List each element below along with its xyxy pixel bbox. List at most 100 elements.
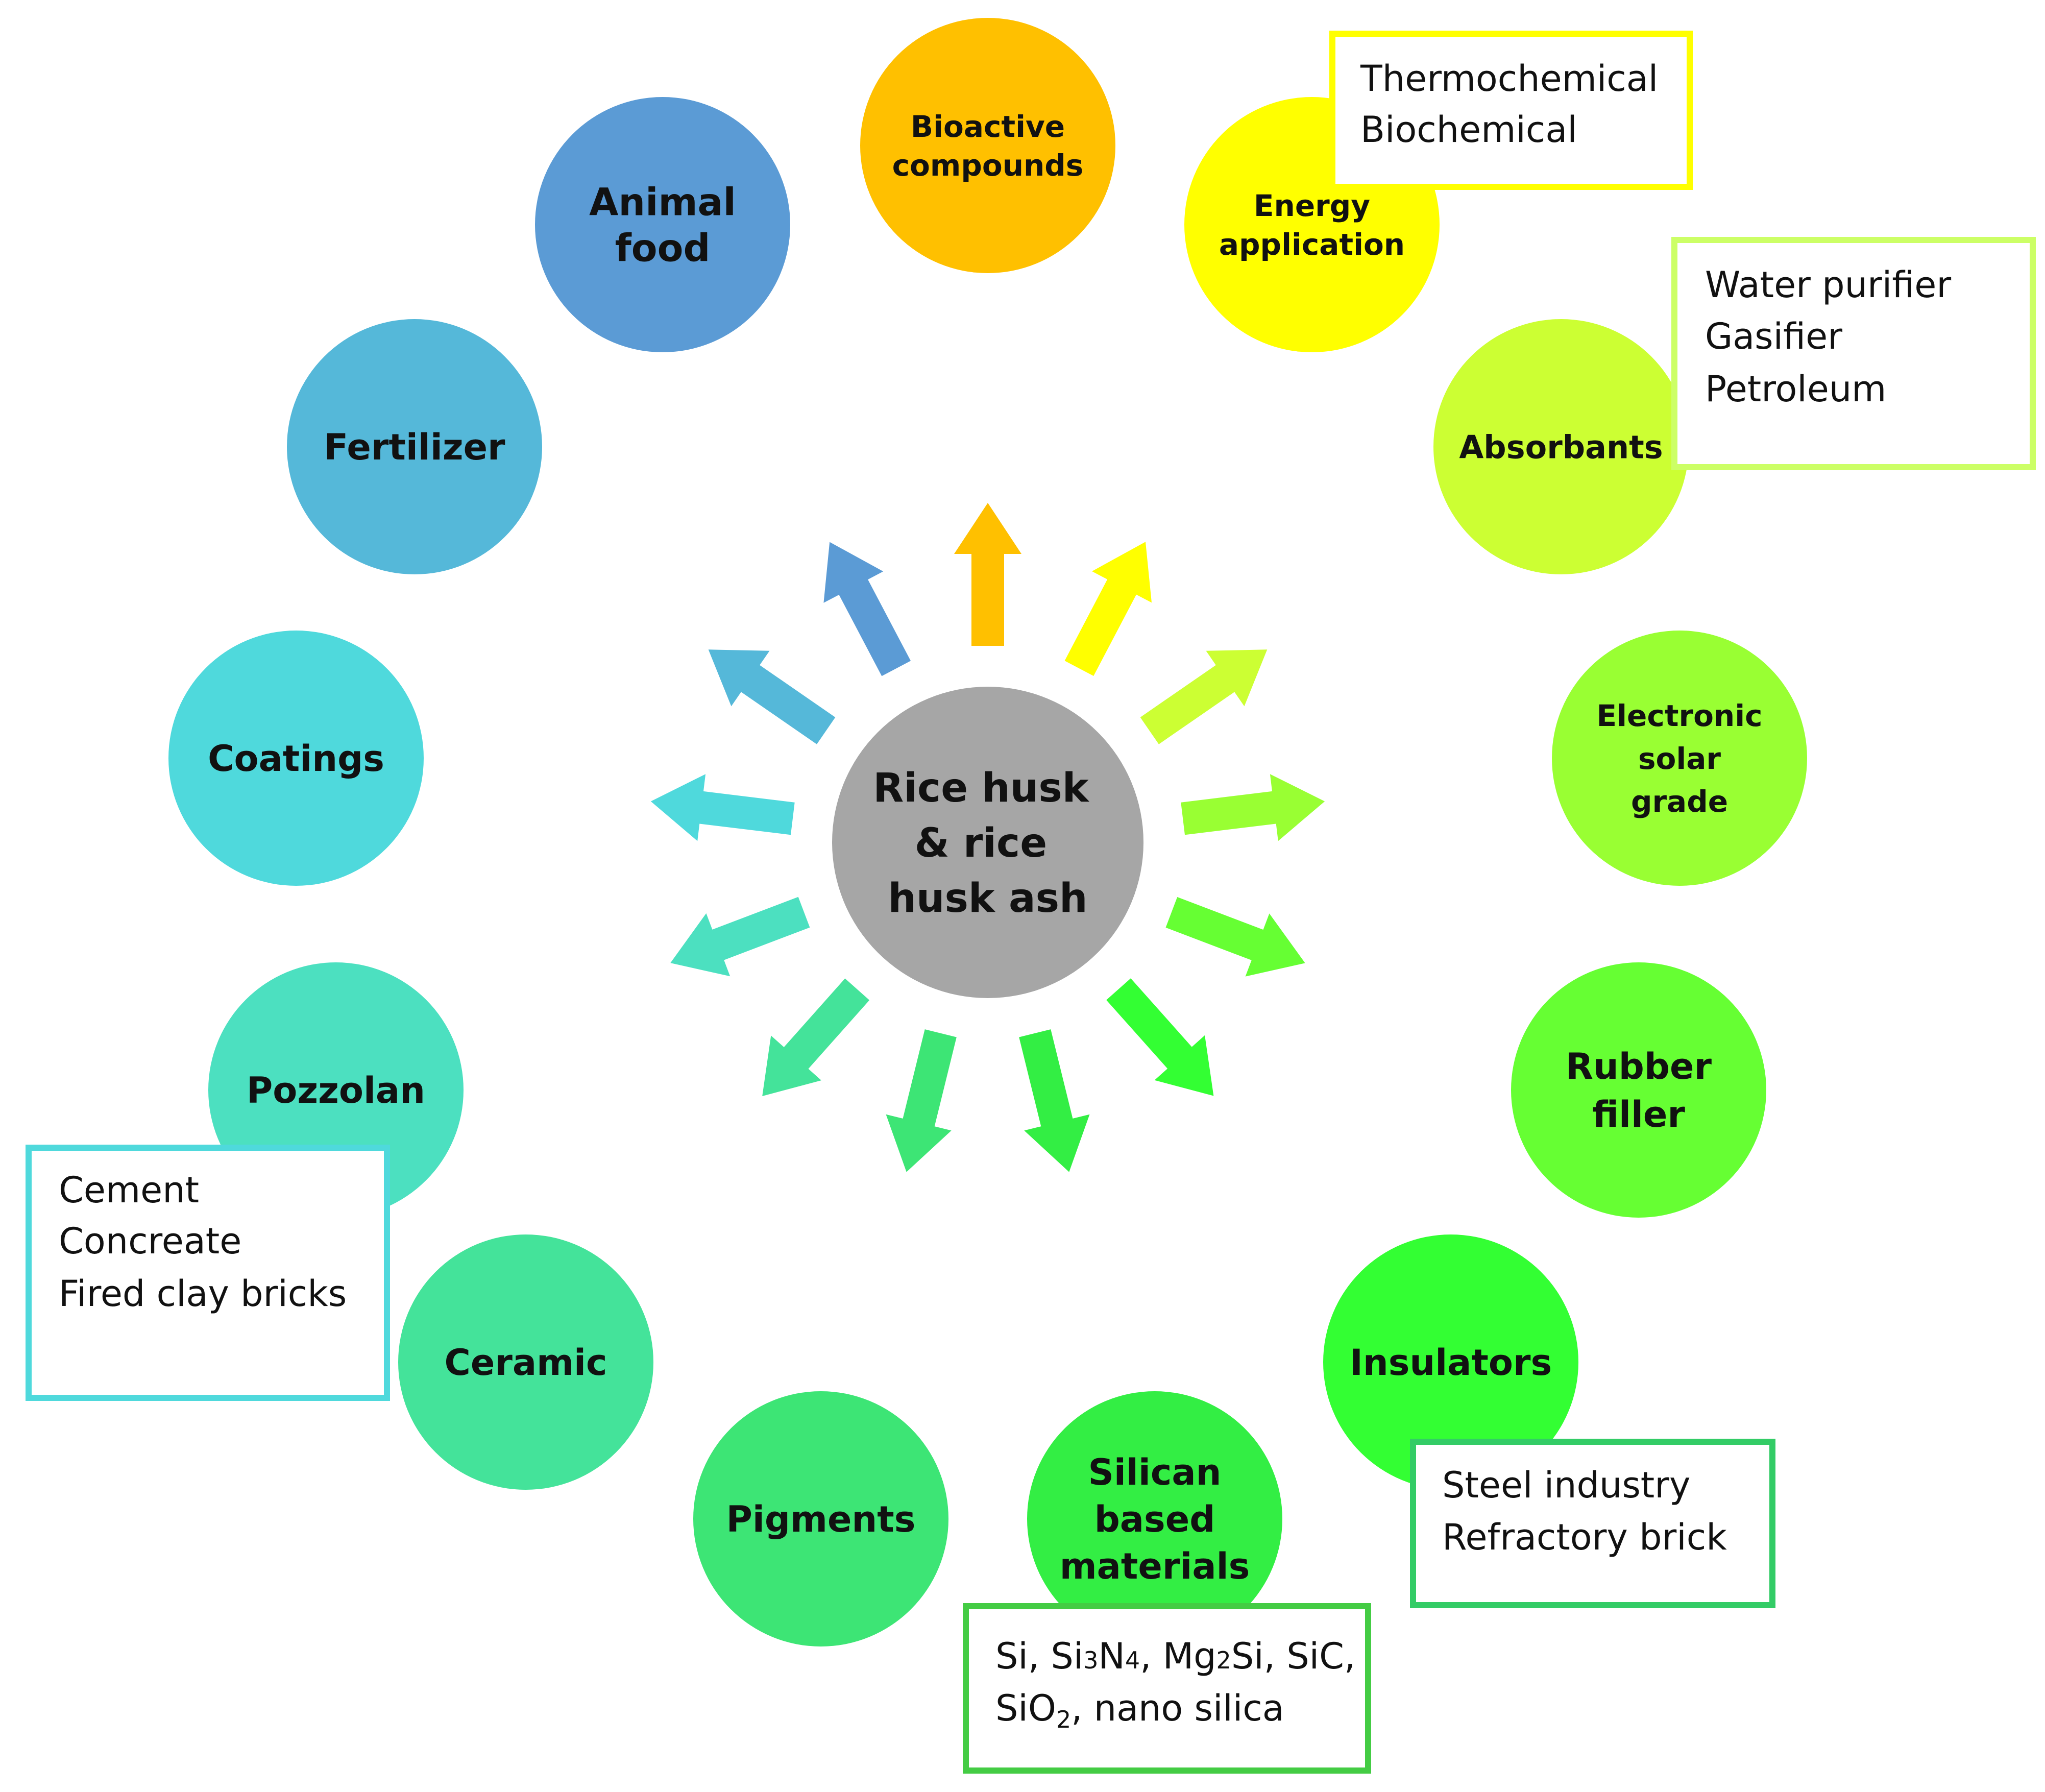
silica-box: Si, Si3N4, Mg2Si, SiC, SiO2, nano silica <box>963 1603 1371 1774</box>
pozzolan-box-line-1: Cement <box>59 1169 199 1211</box>
node-label-line: Coatings <box>208 738 384 780</box>
center-layer: Rice husk & rice husk ash <box>832 687 1143 998</box>
node-rubber-filler: Rubber filler <box>1511 962 1766 1218</box>
insulators-box: Steel industry Refractory brick <box>1410 1439 1775 1608</box>
arrow-to-rubber-filler <box>1165 897 1305 977</box>
arrow-to-pigments <box>886 1029 957 1172</box>
node-label-line: application <box>1219 227 1405 262</box>
arrow-to-silican-based-materials <box>1019 1029 1090 1172</box>
node-label-coatings: Coatings <box>208 738 384 780</box>
node-label-line: Animal <box>589 181 736 225</box>
node-pigments: Pigments <box>693 1391 948 1646</box>
node-label-line: Insulators <box>1350 1342 1552 1384</box>
energy-box-frame <box>1329 31 1693 190</box>
arrow-to-insulators <box>1106 978 1214 1096</box>
node-insulators: Insulators <box>1323 1234 1578 1490</box>
node-label-line: Ceramic <box>444 1342 607 1384</box>
node-circle-ceramic <box>398 1234 653 1490</box>
silica-box-line-1: Si, Si3N4, Mg2Si, SiC, <box>995 1635 1355 1677</box>
center-label-line-2: & rice <box>915 820 1048 866</box>
node-label-bioactive-compounds: Bioactive compounds <box>892 109 1084 183</box>
node-label-line: compounds <box>892 148 1084 183</box>
boxes-layer: Thermochemical Biochemical Water purifie… <box>26 31 2036 1774</box>
node-label-line: Bioactive <box>911 109 1065 144</box>
node-label-electronic-solar-grade: Electronic solar grade <box>1597 698 1763 819</box>
arrow-to-animal-food <box>823 542 911 676</box>
node-label-line: grade <box>1631 784 1728 819</box>
energy-box-line-2: Biochemical <box>1360 109 1577 151</box>
energy-box-text: Thermochemical Biochemical <box>1360 58 1669 151</box>
node-circle-insulators <box>1323 1234 1578 1490</box>
center-label-line-3: husk ash <box>888 876 1087 922</box>
energy-box: Thermochemical Biochemical <box>1329 31 1693 190</box>
energy-box-line-1: Thermochemical <box>1360 58 1658 100</box>
node-label-line: Fertilizer <box>324 426 505 468</box>
absorbants-box: Water purifier Gasifier Petroleum <box>1671 237 2036 470</box>
insulators-box-line-1: Steel industry <box>1442 1464 1690 1506</box>
silica-box-line-2: SiO2, nano silica <box>995 1687 1284 1733</box>
node-label-pigments: Pigments <box>726 1498 916 1540</box>
arrow-to-pozzolan <box>670 897 810 977</box>
absorbants-box-line-2: Gasifier <box>1705 316 1842 357</box>
node-circle-rubber-filler <box>1511 962 1766 1218</box>
center-circle <box>832 687 1143 998</box>
center-label-line-1: Rice husk <box>873 765 1090 811</box>
arrow-to-fertilizer <box>708 649 836 744</box>
silica-box-frame <box>963 1603 1371 1774</box>
node-circle-fertilizer <box>287 319 542 574</box>
node-label-pozzolan: Pozzolan <box>247 1070 425 1111</box>
absorbants-box-frame <box>1671 237 2036 470</box>
node-circle-bioactive-compounds <box>860 18 1115 273</box>
node-label-line: solar <box>1638 741 1721 776</box>
pozzolan-box-frame <box>26 1145 390 1401</box>
node-label-fertilizer: Fertilizer <box>324 426 505 468</box>
node-label-line: Electronic <box>1597 698 1763 733</box>
arrows-layer <box>650 503 1325 1172</box>
node-label-line: Energy <box>1254 188 1370 223</box>
node-label-insulators: Insulators <box>1350 1342 1552 1384</box>
node-fertilizer: Fertilizer <box>287 319 542 574</box>
node-label-absorbants: Absorbants <box>1459 428 1663 466</box>
arrow-to-bioactive-compounds <box>954 503 1021 646</box>
node-bioactive-compounds: Bioactive compounds <box>860 18 1115 273</box>
pozzolan-box: Cement Concreate Fired clay bricks <box>26 1145 390 1401</box>
node-label-line: Rubber <box>1566 1046 1712 1087</box>
node-label-line: Absorbants <box>1459 428 1663 466</box>
node-circle-electronic-solar-grade <box>1552 631 1807 886</box>
pozzolan-box-line-2: Concreate <box>59 1220 241 1262</box>
node-circle-absorbants <box>1433 319 1689 574</box>
insulators-box-line-2: Refractory brick <box>1442 1516 1727 1558</box>
arrow-to-energy-application <box>1064 542 1152 676</box>
node-circle-animal-food <box>535 97 790 352</box>
center-label: Rice husk & rice husk ash <box>873 765 1103 922</box>
absorbants-box-line-1: Water purifier <box>1705 264 1951 306</box>
arrow-to-electronic-solar-grade <box>1181 774 1325 841</box>
node-label-line: Silican <box>1088 1451 1222 1493</box>
node-ceramic: Ceramic <box>398 1234 653 1490</box>
insulators-box-frame <box>1410 1439 1775 1608</box>
node-label-line: food <box>615 227 711 271</box>
arrow-to-coatings <box>650 774 795 841</box>
node-coatings: Coatings <box>168 631 424 886</box>
node-label-rubber-filler: Rubber filler <box>1566 1046 1712 1135</box>
node-label-line: materials <box>1060 1545 1250 1587</box>
node-electronic-solar-grade: Electronic solar grade <box>1552 631 1807 886</box>
node-absorbants: Absorbants <box>1433 319 1689 574</box>
node-label-line: filler <box>1592 1094 1685 1135</box>
node-label-energy-application: Energy application <box>1219 188 1405 262</box>
pozzolan-box-line-3: Fired clay bricks <box>59 1273 347 1315</box>
node-label-line: Pigments <box>726 1498 916 1540</box>
node-circle-coatings <box>168 631 424 886</box>
node-label-line: Pozzolan <box>247 1070 425 1111</box>
node-circle-pigments <box>693 1391 948 1646</box>
pozzolan-box-text: Cement Concreate Fired clay bricks <box>59 1169 347 1315</box>
node-label-ceramic: Ceramic <box>444 1342 607 1384</box>
absorbants-box-text: Water purifier Gasifier Petroleum <box>1705 264 1962 410</box>
